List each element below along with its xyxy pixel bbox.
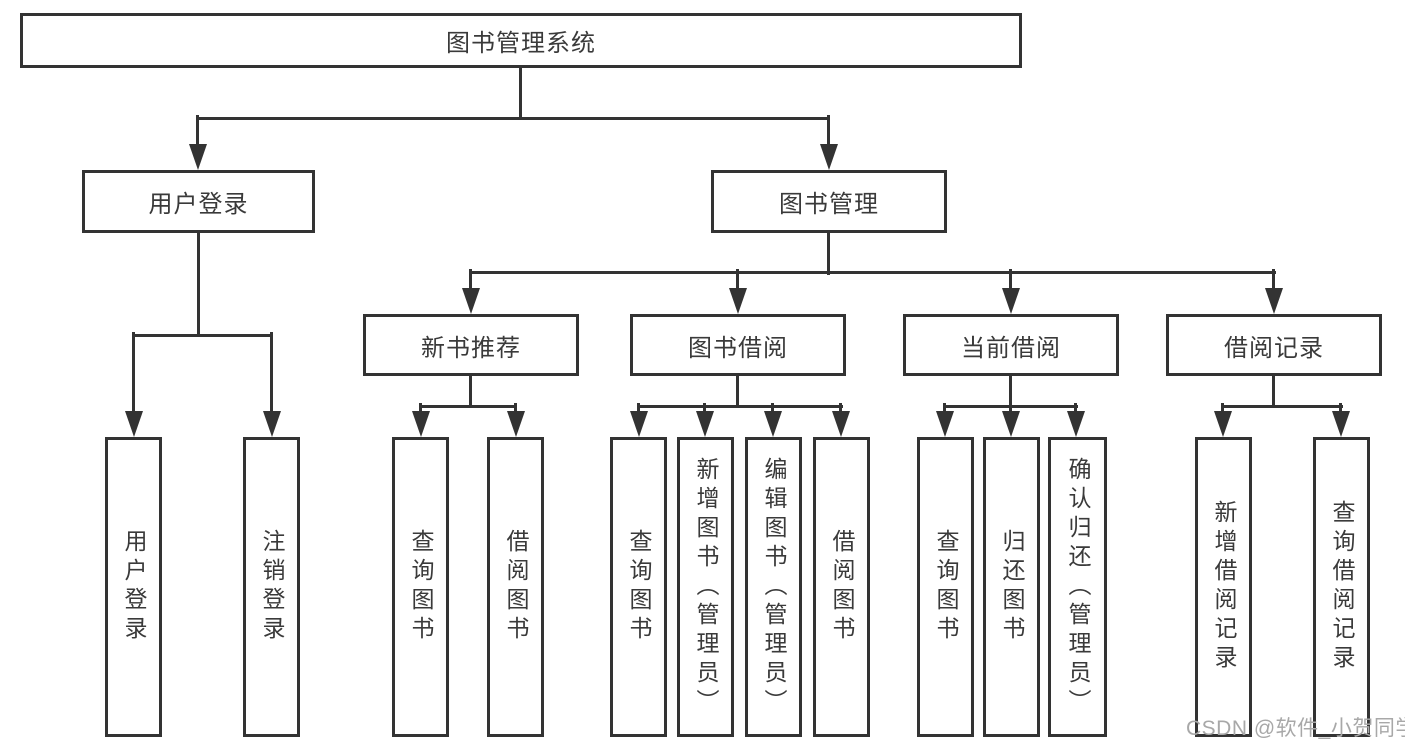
node-borrow-books-2: 借阅图书	[813, 437, 870, 737]
connector-root-hline	[196, 117, 830, 120]
arrow-to-edit-books	[764, 403, 782, 437]
arrow-to-add-books	[696, 403, 714, 437]
arrow-to-book-management-branch	[820, 115, 838, 170]
node-add-books-admin: 新增图书（管理员）	[677, 437, 734, 737]
connector-user-login-hline	[132, 334, 273, 337]
node-edit-books-admin: 编辑图书（管理员）	[745, 437, 802, 737]
node-query-books-3: 查询图书	[917, 437, 974, 737]
node-borrow-books-1: 借阅图书	[487, 437, 544, 737]
arrow-to-user-login-leaf	[125, 332, 143, 437]
connector-root-stem	[519, 68, 522, 120]
node-label: 查询图书	[933, 529, 959, 645]
connector-user-login-stem	[197, 233, 200, 337]
node-label: 借阅图书	[503, 529, 529, 645]
node-query-books-2: 查询图书	[610, 437, 667, 737]
connector-new-book-hline	[419, 405, 517, 408]
node-query-books-1: 查询图书	[392, 437, 449, 737]
node-query-borrow-record: 查询借阅记录	[1313, 437, 1370, 737]
connector-borrow-records-stem	[1272, 376, 1275, 408]
connector-borrow-records-hline	[1222, 405, 1343, 408]
node-book-borrow: 图书借阅	[630, 314, 846, 376]
arrow-to-logout-leaf	[263, 332, 281, 437]
connector-book-borrow-stem	[736, 376, 739, 408]
node-label: 确认归还（管理员）	[1065, 456, 1091, 718]
node-confirm-return-admin: 确认归还（管理员）	[1048, 437, 1107, 737]
arrow-to-book-borrow	[729, 269, 747, 314]
arrow-to-current-borrow	[1002, 269, 1020, 314]
arrow-to-borrow-books-1	[507, 403, 525, 437]
arrow-to-new-book-recommend	[462, 269, 480, 314]
arrow-to-confirm-return	[1067, 403, 1085, 437]
arrow-to-query-borrow-record	[1332, 403, 1350, 437]
connector-book-management-stem	[827, 233, 830, 275]
node-logout-leaf: 注销登录	[243, 437, 300, 737]
arrow-to-user-login-branch	[189, 115, 207, 170]
node-add-borrow-record: 新增借阅记录	[1195, 437, 1252, 737]
node-label: 新增借阅记录	[1211, 500, 1237, 674]
arrow-to-borrow-books-2	[832, 403, 850, 437]
arrow-to-query-books-1	[412, 403, 430, 437]
node-borrow-records: 借阅记录	[1166, 314, 1382, 376]
connector-new-book-stem	[469, 376, 472, 408]
node-user-login-leaf: 用户登录	[105, 437, 162, 737]
connector-book-management-hline	[469, 271, 1276, 274]
node-label: 用户登录	[121, 529, 147, 645]
arrow-to-borrow-records	[1265, 269, 1283, 314]
arrow-to-query-books-3	[936, 403, 954, 437]
node-label: 查询图书	[626, 529, 652, 645]
node-label: 归还图书	[999, 529, 1025, 645]
connector-current-borrow-stem	[1009, 376, 1012, 408]
node-book-management-branch: 图书管理	[711, 170, 947, 233]
node-label: 注销登录	[259, 529, 285, 645]
node-label: 新增图书（管理员）	[693, 456, 719, 718]
node-label: 查询图书	[408, 529, 434, 645]
node-label: 查询借阅记录	[1329, 500, 1355, 674]
node-library-management-system: 图书管理系统	[20, 13, 1022, 68]
node-new-book-recommend: 新书推荐	[363, 314, 579, 376]
node-label: 借阅图书	[829, 529, 855, 645]
node-user-login-branch: 用户登录	[82, 170, 315, 233]
arrow-to-return-books	[1002, 403, 1020, 437]
connector-book-borrow-hline	[637, 405, 843, 408]
node-return-books: 归还图书	[983, 437, 1040, 737]
arrow-to-query-books-2	[630, 403, 648, 437]
arrow-to-add-borrow-record	[1214, 403, 1232, 437]
node-current-borrow: 当前借阅	[903, 314, 1119, 376]
node-label: 编辑图书（管理员）	[761, 456, 787, 718]
csdn-watermark: CSDN @软件_小贺同学	[1186, 717, 1405, 740]
